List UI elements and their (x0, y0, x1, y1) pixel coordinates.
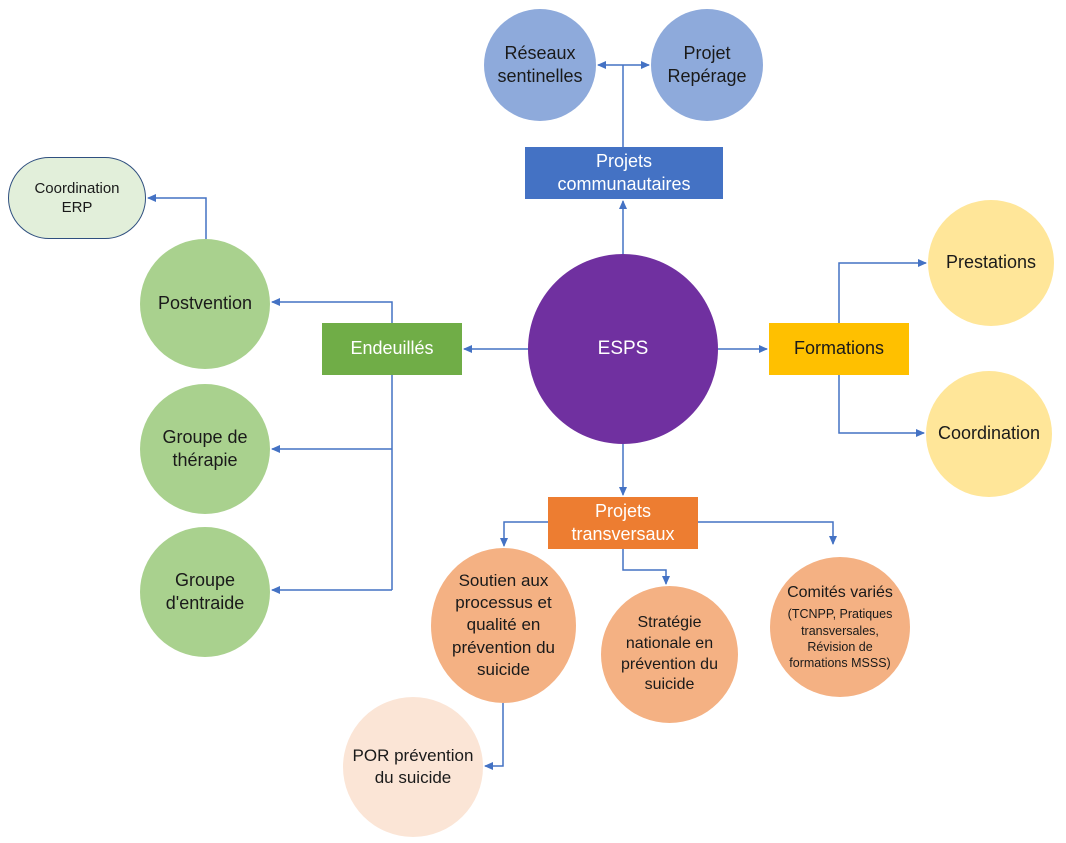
strategie-nationale-label: Stratégie nationale en prévention du sui… (621, 613, 718, 694)
por-prevention-label: POR prévention du suicide (352, 745, 474, 787)
endeuilles-node: Endeuillés (322, 323, 462, 375)
esps-center-node: ESPS (528, 254, 718, 444)
groupe-therapie-label: Groupe de thérapie (162, 426, 248, 470)
projets-communautaires-node: Projets communautaires (525, 147, 723, 199)
coordination-label: Coordination (937, 423, 1041, 444)
projets-communautaires-label: Projets communautaires (557, 150, 691, 194)
esps-label: ESPS (597, 337, 649, 359)
projet-reperage-node: Projet Repérage (651, 9, 763, 121)
postvention-label: Postvention (157, 293, 253, 314)
endeuilles-label: Endeuillés (350, 338, 434, 359)
postvention-node: Postvention (140, 239, 270, 369)
projets-transversaux-label: Projets transversaux (571, 500, 675, 544)
groupe-entraide-node: Groupe d'entraide (140, 527, 270, 657)
reseaux-sentinelles-label: Réseaux sentinelles (497, 42, 583, 86)
formations-label: Formations (793, 338, 885, 359)
projets-transversaux-node: Projets transversaux (548, 497, 698, 549)
groupe-therapie-node: Groupe de thérapie (140, 384, 270, 514)
connector-to-prestations (838, 259, 927, 323)
comites-varies-detail: (TCNPP, Pratiques transversales, Révisio… (787, 607, 893, 671)
connector-to-comites (698, 521, 837, 545)
groupe-entraide-label: Groupe d'entraide (165, 569, 245, 613)
strategie-nationale-node: Stratégie nationale en prévention du sui… (601, 586, 738, 723)
coordination-node: Coordination (926, 371, 1052, 497)
comites-varies-node: Comités variés (TCNPP, Pratiques transve… (770, 557, 910, 697)
coordination-erp-label: Coordination ERP (34, 179, 120, 217)
connector-to-strategie (622, 549, 670, 585)
connector-to-soutien (500, 521, 548, 547)
coordination-erp-node: Coordination ERP (8, 157, 146, 239)
reseaux-sentinelles-node: Réseaux sentinelles (484, 9, 596, 121)
connector-to-por (484, 703, 504, 770)
prestations-node: Prestations (928, 200, 1054, 326)
soutien-processus-node: Soutien aux processus et qualité en prév… (431, 548, 576, 703)
prestations-label: Prestations (945, 252, 1037, 273)
soutien-processus-label: Soutien aux processus et qualité en prév… (451, 571, 556, 679)
connector-to-postvention (271, 298, 393, 323)
comites-varies-title: Comités variés (787, 583, 893, 601)
connector-to-erp (147, 194, 207, 239)
por-prevention-node: POR prévention du suicide (343, 697, 483, 837)
projet-reperage-label: Projet Repérage (667, 42, 747, 86)
connector-to-coordination (838, 375, 925, 437)
formations-node: Formations (769, 323, 909, 375)
